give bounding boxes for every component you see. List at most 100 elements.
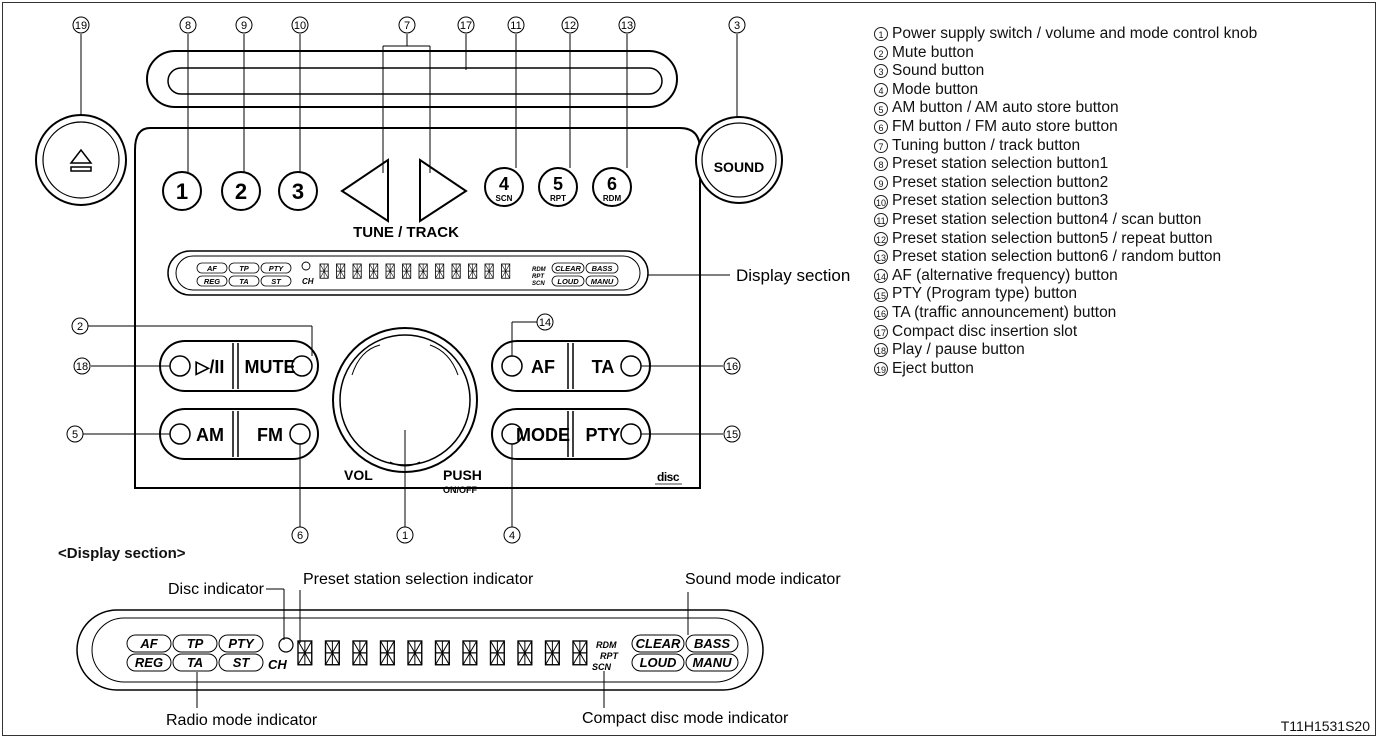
callout-2: 2	[71, 317, 89, 335]
callout-11: 11	[507, 16, 525, 34]
display-reg: REG	[204, 277, 220, 286]
legend-number: 1	[874, 27, 888, 42]
preset-button-1[interactable]: 1	[162, 171, 202, 211]
legend: 1 Power supply switch / volume and mode c…	[874, 25, 1257, 378]
detail-ta: TA	[187, 655, 203, 670]
volume-knob[interactable]	[332, 327, 478, 473]
svg-text:13: 13	[621, 20, 633, 32]
display-ch: CH	[302, 277, 314, 286]
svg-text:10: 10	[294, 20, 306, 32]
legend-number: 19	[874, 361, 888, 376]
pty-label: PTY	[585, 425, 620, 445]
callout-6: 6	[291, 526, 309, 544]
legend-number: 10	[874, 194, 888, 209]
preset-button-4[interactable]: 4 SCN	[484, 167, 524, 207]
preset-button-6[interactable]: 6 RDM	[592, 167, 632, 207]
svg-text:1: 1	[402, 530, 408, 542]
svg-text:14: 14	[539, 317, 551, 329]
callout-1: 1	[396, 526, 414, 544]
display-scn: SCN	[532, 281, 545, 287]
callout-9: 9	[235, 16, 253, 34]
legend-number: 13	[874, 250, 888, 265]
eject-button[interactable]	[35, 114, 127, 206]
callout-19: 19	[72, 16, 90, 34]
mute-label: MUTE	[245, 357, 296, 377]
callout-16: 16	[723, 357, 741, 375]
legend-item: 19 Eject button	[874, 360, 1257, 379]
detail-scn: SCN	[592, 662, 612, 672]
callout-10: 10	[291, 16, 309, 34]
display-manu: MANU	[591, 277, 614, 286]
svg-text:16: 16	[726, 361, 738, 373]
preset-button-3[interactable]: 3	[278, 171, 318, 211]
display-st: ST	[271, 277, 282, 286]
play-pause-mute-pod	[159, 340, 319, 392]
display-clear: CLEAR	[555, 264, 581, 273]
legend-text: Eject button	[892, 359, 974, 377]
legend-number: 15	[874, 287, 888, 302]
callout-17: 17	[457, 16, 475, 34]
display-loud: LOUD	[557, 277, 579, 286]
preset-4-sub: SCN	[496, 194, 513, 203]
svg-text:7: 7	[404, 20, 410, 32]
legend-item: 1 Power supply switch / volume and mode c…	[874, 25, 1257, 44]
legend-number: 11	[874, 213, 888, 228]
am-fm-pod	[159, 408, 319, 460]
disc-icon	[301, 261, 311, 271]
af-label: AF	[531, 357, 555, 377]
legend-number: 16	[874, 306, 888, 321]
preset-button-2[interactable]: 2	[221, 171, 261, 211]
legend-text: Sound button	[892, 62, 985, 80]
callout-5: 5	[66, 425, 84, 443]
disc-indicator-icon	[278, 637, 294, 653]
detail-bass: BASS	[694, 636, 730, 651]
legend-text: Preset station selection button3	[892, 192, 1109, 210]
sound-button[interactable]: SOUND	[695, 116, 783, 204]
legend-number: 3	[874, 64, 888, 79]
legend-text: Power supply switch / volume and mode co…	[892, 25, 1258, 42]
legend-number: 8	[874, 157, 888, 172]
detail-rdm: RDM	[596, 640, 617, 650]
display-rpt: RPT	[532, 274, 545, 280]
legend-text: Mute button	[892, 43, 974, 61]
preset-button-5[interactable]: 5 RPT	[538, 167, 578, 207]
callout-18: 18	[73, 357, 91, 375]
display-section-heading: <Display section>	[58, 545, 186, 562]
display-section-label: Display section	[736, 266, 850, 285]
mute-button[interactable]: MUTE	[245, 355, 313, 377]
play-pause-label: ▷/II	[195, 357, 225, 377]
callout-4: 4	[503, 526, 521, 544]
svg-text:11: 11	[510, 20, 521, 32]
eject-icon	[69, 148, 93, 172]
tune-up-button[interactable]	[419, 158, 468, 223]
detail-rpt: RPT	[600, 651, 620, 661]
legend-number: 2	[874, 45, 888, 60]
svg-text:9: 9	[241, 20, 247, 32]
display-panel: AF TP PTY REG TA ST CH RDM RPT SCN CLEAR…	[167, 250, 730, 296]
cd-logo-text: disc	[657, 470, 680, 484]
am-label: AM	[196, 425, 224, 445]
mode-label: MODE	[516, 425, 570, 445]
tune-down-button[interactable]	[340, 158, 389, 223]
fm-label: FM	[257, 425, 283, 445]
sound-button-label: SOUND	[714, 159, 765, 175]
detail-pty: PTY	[228, 636, 255, 651]
legend-text: AF (alternative frequency) button	[892, 266, 1118, 284]
detail-ch: CH	[268, 657, 287, 672]
tune-track-label: TUNE / TRACK	[353, 224, 459, 241]
preset-3-label: 3	[292, 179, 304, 204]
push-label: PUSH	[443, 467, 482, 483]
detail-tp: TP	[187, 636, 204, 651]
svg-text:8: 8	[185, 20, 191, 32]
callout-8: 8	[179, 16, 197, 34]
legend-number: 7	[874, 138, 888, 153]
svg-text:18: 18	[76, 361, 88, 373]
